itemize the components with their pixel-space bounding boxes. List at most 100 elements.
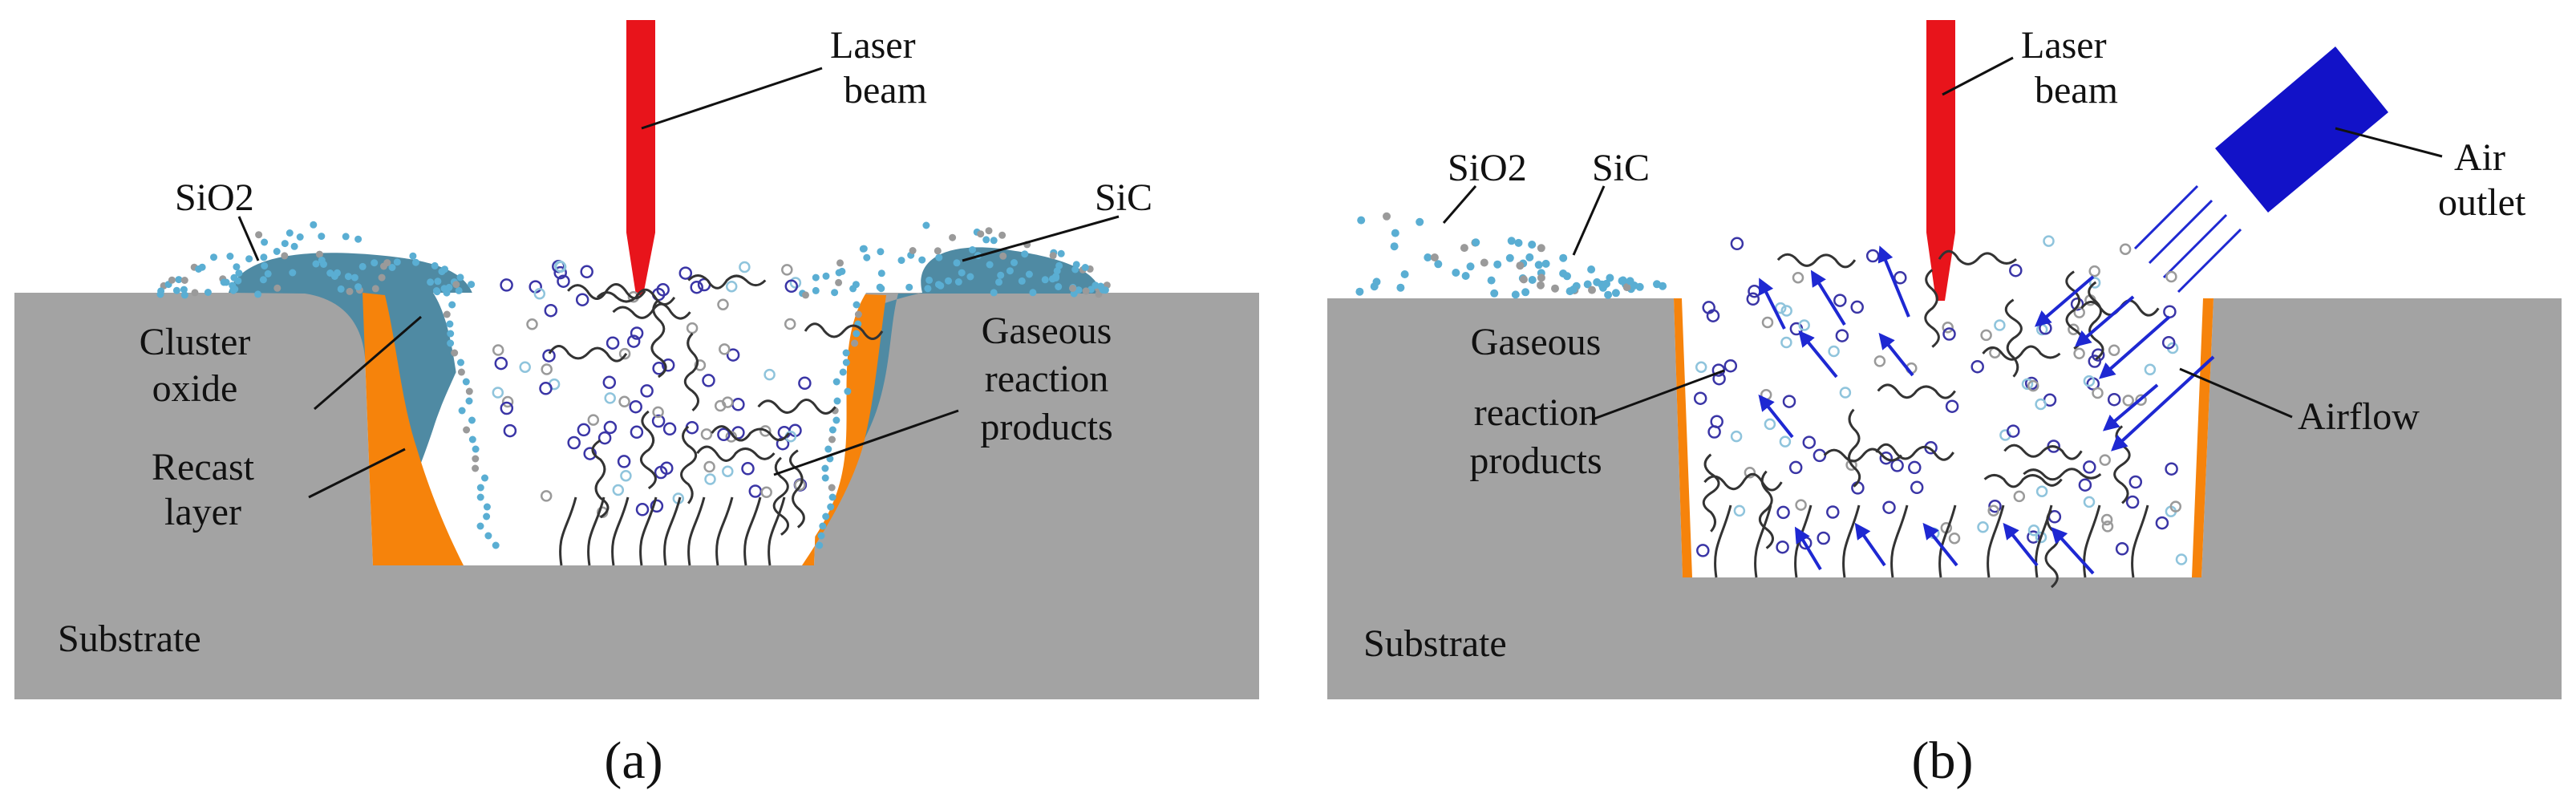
reaction-product-particle (2035, 398, 2047, 411)
sio2-particle (853, 330, 861, 338)
sio2-particle (958, 269, 966, 277)
reaction-product-particle (492, 344, 504, 356)
reaction-product-particle (1693, 391, 1707, 405)
label-recast-layer-line1: Recast (152, 446, 255, 488)
reaction-product-particle (630, 326, 644, 340)
sio2-particle (1583, 280, 1592, 289)
sio2-particle (468, 416, 476, 424)
reaction-product-particle (533, 288, 546, 300)
sio2-particle (1528, 241, 1537, 249)
pointer-airflow (2179, 367, 2293, 419)
sio2-particle (344, 273, 352, 281)
reaction-product-particle (2108, 344, 2120, 356)
gas-curl (612, 302, 691, 320)
reaction-product-particle (789, 277, 802, 289)
sio2-particle (853, 301, 861, 309)
sic-particle (1537, 273, 1545, 282)
sio2-particle (953, 259, 961, 267)
sio2-particle (463, 426, 471, 434)
sio2-particle (828, 484, 836, 492)
sio2-particle (235, 269, 243, 277)
sio2-particle (1053, 267, 1061, 275)
caption-a: (a) (604, 731, 662, 790)
reaction-product-particle (2088, 265, 2100, 277)
sio2-particle (1055, 283, 1063, 290)
sio2-particle (233, 263, 241, 271)
reaction-product-particle (2078, 478, 2092, 492)
gas-curl (1823, 448, 1902, 463)
label-cluster-oxide-line2: oxide (152, 367, 238, 410)
label-cluster-oxide-line1: Cluster (140, 321, 251, 363)
sio2-particle (446, 320, 454, 328)
sio2-particle (877, 285, 885, 293)
label-air-outlet-line2: outlet (2438, 181, 2526, 224)
reaction-product-particle (626, 334, 641, 348)
gas-curl (1924, 269, 1940, 348)
sio2-particle (1493, 260, 1502, 269)
sic-particle (452, 281, 460, 289)
reaction-product-particle (2073, 306, 2085, 318)
recast-layer-b-right (2192, 298, 2213, 577)
sio2-particle (230, 273, 238, 282)
sic-particle (1383, 212, 1391, 221)
reaction-product-particle (722, 396, 734, 408)
airflow-arrow (1922, 522, 1958, 567)
reaction-product-particle (2083, 496, 2096, 508)
sio2-particle (1541, 259, 1550, 268)
sio2-particle (342, 233, 350, 241)
sio2-particle (226, 253, 234, 260)
label-sio2-b: SiO2 (1448, 147, 1527, 189)
sic-particle (346, 287, 354, 295)
sic-particle (1069, 285, 1076, 292)
sio2-particle (821, 474, 829, 482)
pointer-cluster-a (314, 315, 422, 411)
sio2-particle (1372, 277, 1381, 286)
reaction-product-particle (2128, 475, 2143, 489)
caption-b: (b) (1912, 731, 1974, 790)
reaction-product-particle (1744, 466, 1756, 479)
sio2-particle (851, 339, 859, 347)
reaction-product-particle (1711, 363, 1726, 377)
airflow-arrow (1854, 522, 1886, 567)
reaction-product-particle (2027, 379, 2039, 392)
reaction-product-particle (557, 274, 570, 288)
sio2-particle (1424, 253, 1432, 261)
sic-particle (934, 247, 942, 255)
sio2-particle (1505, 253, 1514, 262)
sio2-particle (1025, 270, 1033, 278)
sio2-particle (842, 358, 850, 367)
reaction-product-particle (686, 322, 699, 334)
reaction-product-particle (2083, 460, 2096, 474)
label-sic-a: SiC (1095, 176, 1152, 219)
pointer-sio2-a (237, 216, 260, 261)
pointer-air-outlet (2335, 127, 2443, 158)
reaction-product-particle (1776, 540, 1789, 554)
airflow-arrow (1758, 394, 1794, 439)
sio2-particle (229, 282, 237, 290)
sio2-particle (443, 289, 451, 297)
label-laser-beam-b-line1: Laser (2021, 24, 2107, 67)
sio2-particle (990, 289, 998, 297)
reaction-product-particle (494, 356, 508, 371)
sio2-particle (966, 273, 974, 281)
sio2-particle (816, 541, 824, 549)
sio2-particle (1041, 276, 1049, 284)
sio2-particle (1101, 286, 1109, 294)
label-sio2-a: SiO2 (175, 176, 254, 219)
reaction-product-particle (678, 266, 693, 280)
sio2-particle (822, 272, 830, 280)
sio2-particle (835, 269, 843, 277)
sio2-particle (1072, 261, 1080, 269)
sio2-particle (434, 277, 442, 286)
label-laser-beam-a-line2: beam (844, 69, 927, 111)
reaction-product-particle (794, 479, 806, 492)
reaction-product-particle (597, 431, 612, 445)
reaction-product-particle (2035, 531, 2047, 544)
reaction-product-particle (760, 486, 772, 499)
air-outlet-body (2215, 47, 2388, 213)
sio2-particle (839, 368, 847, 376)
sio2-particle (1021, 250, 1029, 258)
sio2-particle (443, 310, 451, 318)
pointer-sic-b (1572, 185, 1606, 256)
sic-particle (1519, 275, 1528, 284)
